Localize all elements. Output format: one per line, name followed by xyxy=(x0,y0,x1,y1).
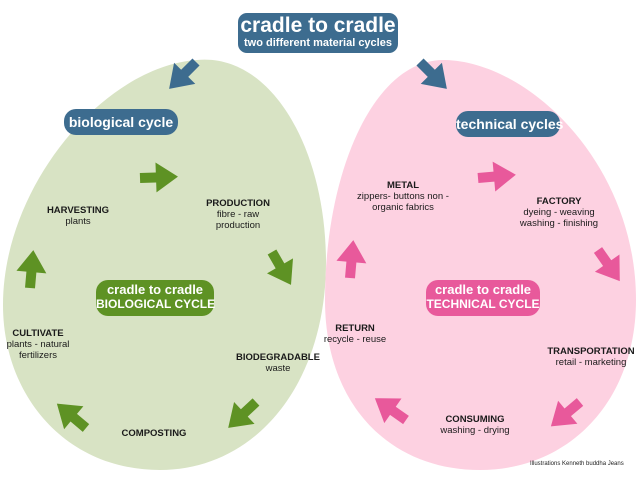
stage-desc: recycle - reuse xyxy=(323,334,387,345)
stage-desc: plants - natural fertilizers xyxy=(6,339,70,361)
stage-desc: zippers- buttons non - organic fabrics xyxy=(357,191,449,213)
stage-return: RETURN recycle - reuse xyxy=(318,323,392,345)
stage-name: BIODEGRADABLE xyxy=(236,352,320,363)
technical-cycles-label: technical cycles xyxy=(456,111,563,137)
stage-name: FACTORY xyxy=(536,196,582,207)
stage-desc: retail - marketing xyxy=(555,357,627,368)
stage-name: PRODUCTION xyxy=(206,198,270,209)
tech-center-line2: TECHNICAL CYCLE xyxy=(426,297,540,311)
stage-production: PRODUCTION fibre - raw production xyxy=(200,198,276,231)
technical-egg xyxy=(325,59,636,470)
stage-biodegradable: BIODEGRADABLE waste xyxy=(236,352,320,374)
stage-desc: washing - drying xyxy=(440,425,510,436)
stage-desc: waste xyxy=(265,363,291,374)
biological-egg xyxy=(3,59,326,471)
stage-name: METAL xyxy=(386,180,419,191)
stage-harvesting: HARVESTING plants xyxy=(40,205,116,227)
stage-cultivate: CULTIVATE plants - natural fertilizers xyxy=(0,328,76,361)
stage-name: COMPOSTING xyxy=(121,428,187,439)
bio-center-line2: BIOLOGICAL CYCLE xyxy=(96,297,216,311)
stage-transportation: TRANSPORTATION retail - marketing xyxy=(544,346,638,368)
stage-desc: fibre - raw production xyxy=(215,209,261,231)
stage-name: TRANSPORTATION xyxy=(547,346,635,357)
stage-metal: METAL zippers- buttons non - organic fab… xyxy=(354,180,452,213)
bio-center-line1: cradle to cradle xyxy=(106,282,204,297)
stage-consuming: CONSUMING washing - drying xyxy=(430,414,520,436)
title-subtitle: two different material cycles xyxy=(244,37,392,49)
stage-name: CULTIVATE xyxy=(12,328,64,339)
stage-desc: plants xyxy=(65,216,91,227)
technical-center-label: cradle to cradle TECHNICAL CYCLE xyxy=(426,280,540,316)
stage-desc: dyeing - weaving washing - finishing xyxy=(519,207,599,229)
stage-composting: COMPOSTING xyxy=(112,428,196,439)
biological-center-label: cradle to cradle BIOLOGICAL CYCLE xyxy=(96,280,216,316)
illustration-credit: Illustrations Kenneth buddha Jeans xyxy=(530,461,624,467)
tech-center-line1: cradle to cradle xyxy=(434,282,532,297)
stage-factory: FACTORY dyeing - weaving washing - finis… xyxy=(516,196,602,229)
main-title: cradle to cradle two different material … xyxy=(238,13,398,53)
stage-name: HARVESTING xyxy=(46,205,110,216)
stage-name: RETURN xyxy=(335,323,375,334)
stage-name: CONSUMING xyxy=(445,414,505,425)
biological-cycle-label: biological cycle xyxy=(64,109,178,135)
title-main: cradle to cradle xyxy=(240,14,396,37)
